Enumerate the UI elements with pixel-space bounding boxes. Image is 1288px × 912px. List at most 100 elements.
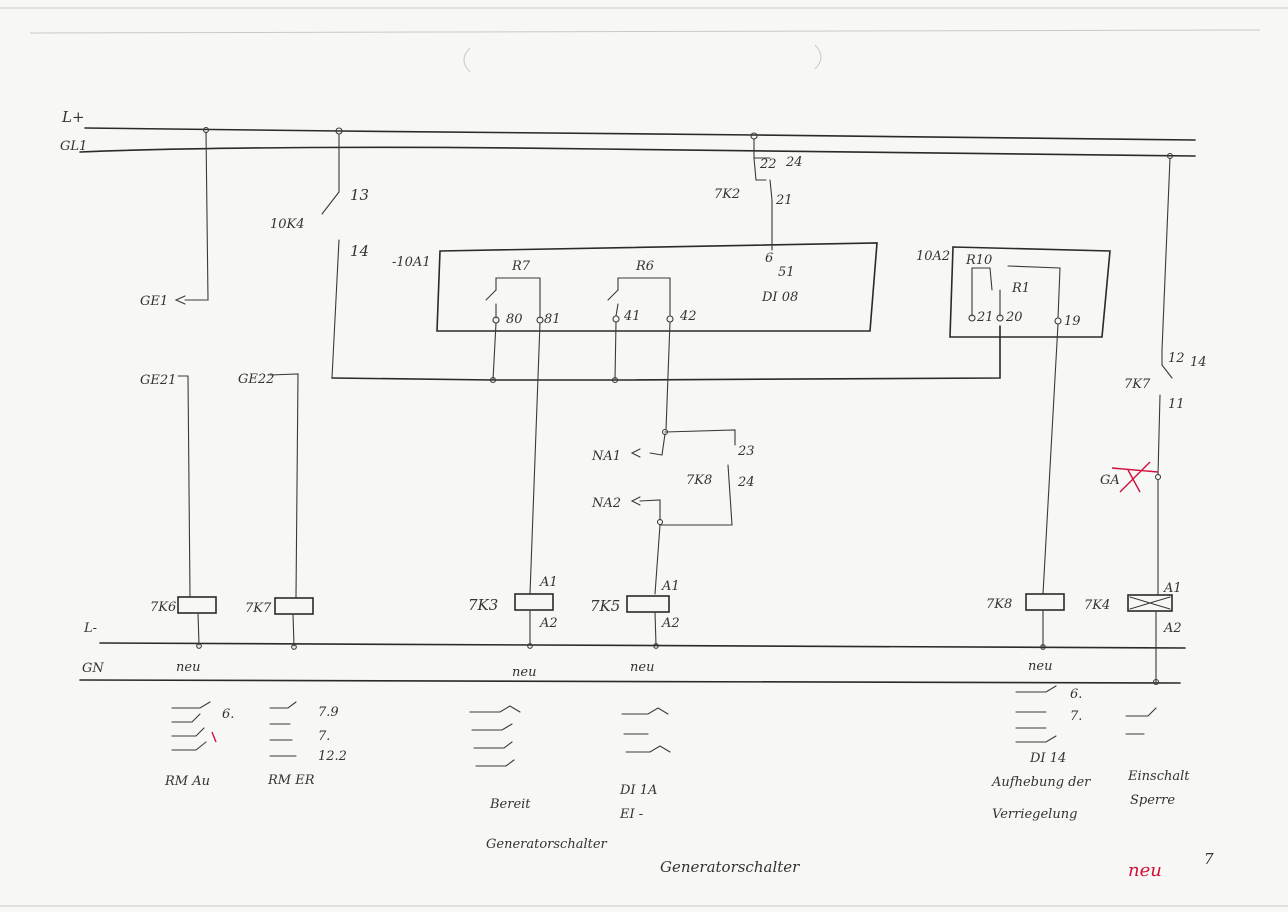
k7k7-14-label: 14 bbox=[1190, 355, 1207, 370]
aufhebung-label: Aufhebung der bbox=[991, 775, 1091, 790]
paper-top-line bbox=[29, 29, 1261, 34]
k10k4-14-label: 14 bbox=[350, 242, 369, 260]
t19-label: 19 bbox=[1064, 314, 1081, 329]
di1a-label: DI 1A bbox=[619, 783, 657, 798]
contact-table-7k7: 7.9 7. 12.2 RM ER bbox=[267, 701, 347, 788]
branch-7k8: 7K8 neu bbox=[986, 323, 1065, 674]
k7k8-contact-label: 7K8 bbox=[686, 473, 712, 488]
module-10a1: -10A1 R7 80 81 R6 41 42 DI 08 6 51 bbox=[392, 242, 878, 381]
n6-label: 6. bbox=[222, 707, 234, 722]
branch-7k7: GE22 7K7 bbox=[238, 372, 314, 650]
contact-table-7k8: 6. 7. DI 14 Aufhebung der Verriegelung bbox=[991, 685, 1091, 822]
rail-l-minus: L- bbox=[83, 621, 1186, 649]
r7-label: R7 bbox=[511, 259, 531, 274]
rail-gl1: GL1 bbox=[60, 139, 1196, 157]
k23-label: 23 bbox=[737, 444, 755, 459]
relay-10k4-label: 10K4 bbox=[270, 217, 305, 232]
punch-hole-right bbox=[814, 44, 822, 70]
coil-7k5-a2: A2 bbox=[661, 616, 680, 631]
red-strikeout bbox=[1111, 461, 1159, 493]
coil-7k3 bbox=[514, 593, 554, 611]
t41-label: 41 bbox=[623, 309, 641, 324]
branch-7k3: 7K3 A1 A2 neu bbox=[468, 322, 558, 680]
rail-gn: GN bbox=[79, 661, 1181, 684]
branch-7k4: 12 14 7K7 11 GA 7K4 A1 A2 bbox=[1084, 152, 1207, 686]
coil-7k8-label: 7K8 bbox=[986, 597, 1012, 612]
ge1-label: GE1 bbox=[140, 294, 168, 309]
r1-label: R1 bbox=[1011, 281, 1030, 296]
k24-label: 24 bbox=[737, 475, 755, 490]
ei-label: EI - bbox=[619, 807, 643, 822]
branch-7k6: GE21 7K6 neu bbox=[140, 373, 217, 675]
t80-label: 80 bbox=[506, 312, 523, 327]
neu-label-7k8: neu bbox=[1028, 659, 1052, 674]
coil-7k5-a1: A1 bbox=[661, 579, 680, 594]
generatorschalter-small-label: Generatorschalter bbox=[486, 837, 608, 852]
contact-table-7k4: Einschalt Sperre bbox=[1125, 707, 1190, 808]
n122-label: 12.2 bbox=[318, 749, 347, 764]
contact-table-7k5: DI 1A EI - bbox=[619, 707, 671, 822]
k7k7-11-label: 11 bbox=[1168, 397, 1185, 412]
ge22-label: GE22 bbox=[238, 372, 274, 387]
t6-label: 6 bbox=[765, 251, 773, 266]
coil-7k8 bbox=[1025, 593, 1065, 611]
di14-label: DI 14 bbox=[1029, 751, 1066, 766]
module-10a2: 10A2 R10 R1 21 20 19 bbox=[916, 246, 1111, 338]
coil-7k7 bbox=[274, 597, 314, 615]
coil-7k5-label: 7K5 bbox=[590, 597, 620, 615]
di08-label: DI 08 bbox=[761, 290, 798, 305]
k7k2-22-label: 22 bbox=[759, 157, 777, 172]
coil-7k4-a1: A1 bbox=[1163, 581, 1182, 596]
punch-hole-left bbox=[463, 47, 471, 73]
t20-label: 20 bbox=[1005, 310, 1023, 325]
coil-7k3-a1: A1 bbox=[539, 575, 558, 590]
verriegelung-label: Verriegelung bbox=[992, 807, 1077, 822]
neu-red-label: neu bbox=[1128, 860, 1162, 881]
r6-label: R6 bbox=[635, 259, 654, 274]
sperre-label: Sperre bbox=[1130, 793, 1175, 808]
rm-er-label: RM ER bbox=[267, 773, 315, 788]
coil-7k6 bbox=[177, 596, 217, 614]
neu-label-7k5: neu bbox=[630, 660, 654, 675]
na2-label: NA2 bbox=[591, 496, 621, 511]
k7k7-12-label: 12 bbox=[1168, 351, 1185, 366]
k7k2-24-label: 24 bbox=[785, 155, 803, 170]
page-title: Generatorschalter bbox=[660, 858, 800, 876]
module-10a2-label: 10A2 bbox=[916, 249, 950, 264]
ga-crossed-label: GA bbox=[1100, 473, 1120, 488]
t21-label: 21 bbox=[976, 310, 994, 325]
rail-l-plus: L+ bbox=[61, 108, 1196, 141]
coil-7k3-label: 7K3 bbox=[468, 596, 498, 614]
branch-ge1: GE1 bbox=[140, 126, 210, 309]
common-bus bbox=[331, 325, 1001, 381]
k7k7-contact-label: 7K7 bbox=[1124, 377, 1151, 392]
rail-gl1-label: GL1 bbox=[60, 139, 87, 154]
rail-l-plus-label: L+ bbox=[61, 108, 85, 126]
k7k2-label: 7K2 bbox=[714, 187, 740, 202]
t81-label: 81 bbox=[544, 312, 561, 327]
contact-7k2: 22 24 21 7K2 bbox=[714, 132, 803, 251]
bereit-label: Bereit bbox=[489, 797, 531, 812]
n6b-label: 6. bbox=[1070, 687, 1082, 702]
t51-label: 51 bbox=[778, 265, 795, 280]
rail-gn-label: GN bbox=[82, 661, 104, 676]
k7k2-21-label: 21 bbox=[775, 193, 793, 208]
coil-7k7-label: 7K7 bbox=[245, 601, 272, 616]
coil-7k4-label: 7K4 bbox=[1084, 598, 1110, 613]
t42-label: 42 bbox=[679, 309, 697, 324]
r10-label: R10 bbox=[965, 253, 992, 268]
rail-l-minus-label: L- bbox=[83, 621, 97, 636]
ge21-label: GE21 bbox=[140, 373, 176, 388]
k10k4-13-label: 13 bbox=[350, 186, 369, 204]
contact-10k4: 13 14 10K4 bbox=[270, 127, 369, 379]
rm-au-label: RM Au bbox=[164, 774, 210, 789]
coil-7k3-a2: A2 bbox=[539, 616, 558, 631]
neu-label-7k3: neu bbox=[512, 665, 536, 680]
coil-7k4 bbox=[1127, 594, 1173, 612]
contact-table-7k3: Bereit Generatorschalter bbox=[469, 705, 608, 852]
na1-label: NA1 bbox=[591, 449, 621, 464]
coil-7k5 bbox=[626, 595, 670, 613]
n7c-label: 7. bbox=[1070, 709, 1082, 724]
page-number: 7 bbox=[1204, 850, 1214, 868]
